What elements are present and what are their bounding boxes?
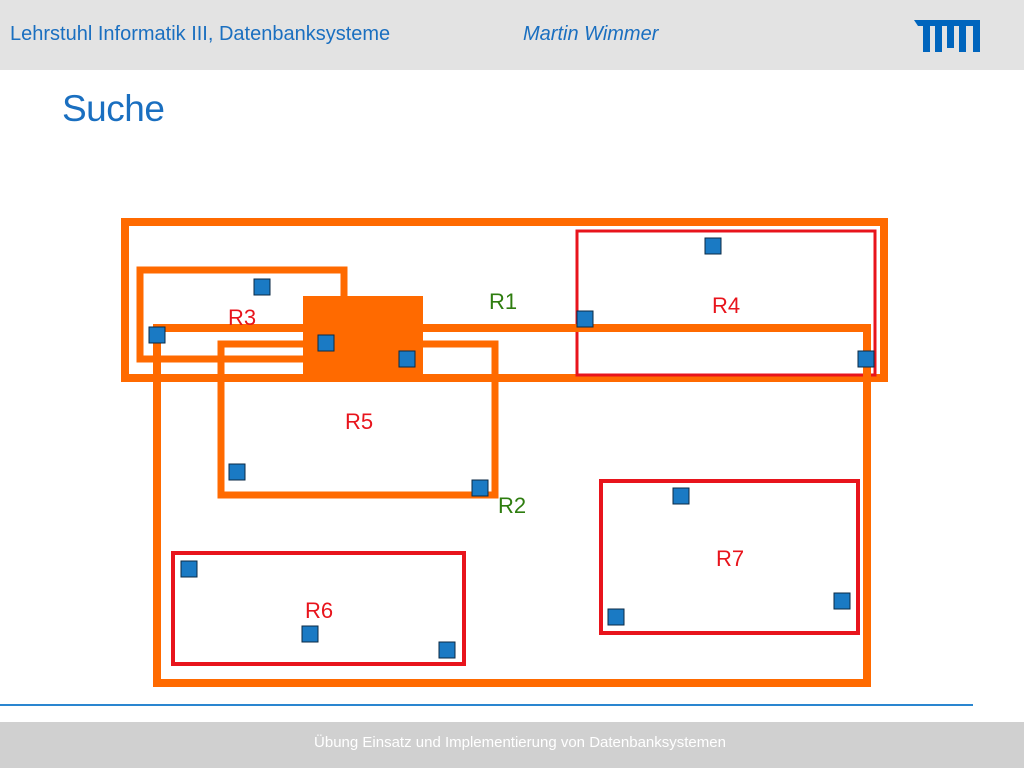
data-point bbox=[704, 237, 722, 255]
label-r7: R7 bbox=[716, 546, 744, 571]
page-title: Suche bbox=[62, 88, 165, 129]
footer-bar: Übung Einsatz und Implementierung von Da… bbox=[0, 722, 1024, 768]
footer-text: Übung Einsatz und Implementierung von Da… bbox=[314, 734, 726, 751]
label-r1: R1 bbox=[489, 289, 517, 314]
data-point bbox=[180, 560, 198, 578]
data-point bbox=[576, 310, 594, 328]
data-point bbox=[317, 334, 335, 352]
data-point bbox=[398, 350, 416, 368]
header-chair-text: Lehrstuhl Informatik III, Datenbanksyste… bbox=[10, 23, 391, 45]
label-r2: R2 bbox=[498, 493, 526, 518]
header-bar: Lehrstuhl Informatik III, Datenbanksyste… bbox=[0, 0, 1024, 70]
region-r1-box bbox=[121, 218, 888, 382]
data-point bbox=[301, 625, 319, 643]
header-author-text: Martin Wimmer bbox=[523, 23, 659, 45]
data-point bbox=[471, 479, 489, 497]
region-r4-box bbox=[575, 229, 877, 377]
region-r6-box bbox=[171, 551, 466, 666]
label-r3: R3 bbox=[228, 305, 256, 330]
label-r6: R6 bbox=[305, 598, 333, 623]
tum-logo-icon bbox=[914, 20, 980, 52]
data-point bbox=[228, 463, 246, 481]
data-point bbox=[253, 278, 271, 296]
label-r5: R5 bbox=[345, 409, 373, 434]
footer-divider bbox=[0, 704, 973, 706]
region-r2-box bbox=[153, 324, 871, 687]
data-point bbox=[607, 608, 625, 626]
data-point bbox=[857, 350, 875, 368]
label-r4: R4 bbox=[712, 293, 740, 318]
data-point bbox=[148, 326, 166, 344]
data-point bbox=[672, 487, 690, 505]
region-r7-box bbox=[599, 479, 860, 635]
data-point bbox=[833, 592, 851, 610]
data-point bbox=[438, 641, 456, 659]
